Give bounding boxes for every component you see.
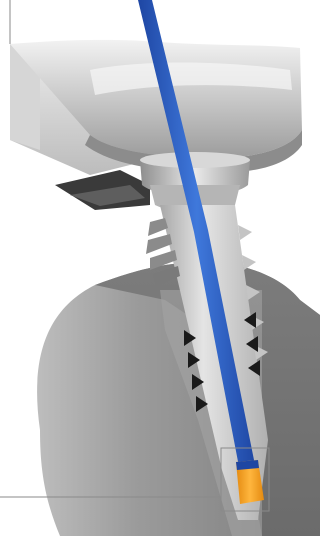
- collar-top-rim: [140, 152, 250, 168]
